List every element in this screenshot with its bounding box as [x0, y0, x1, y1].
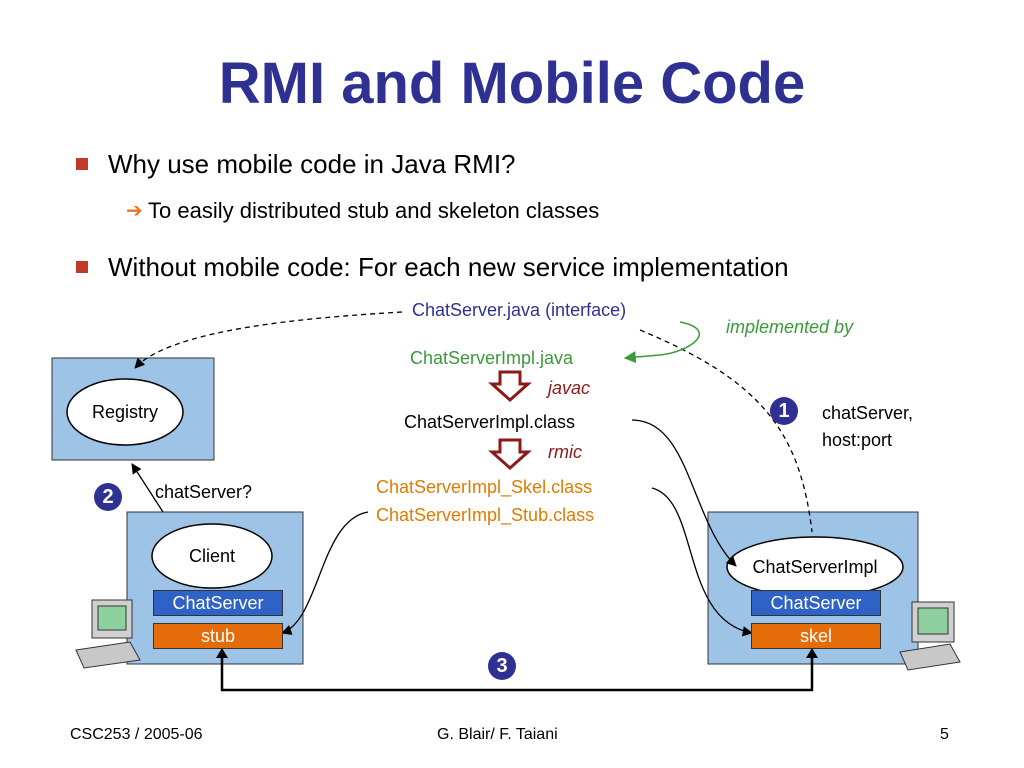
skel-class-label: ChatServerImpl_Skel.class: [376, 477, 593, 497]
client-ellipse: [151, 523, 273, 589]
step-1-label-line1: chatServer,: [822, 403, 914, 423]
step-3-badge: 3: [488, 652, 516, 680]
server-skel-bar: skel: [751, 623, 881, 649]
registry-label: Registry: [91, 402, 158, 422]
slide-title: RMI and Mobile Code: [218, 51, 806, 116]
footer-page-number: 5: [940, 726, 949, 743]
footer-left: CSC253 / 2005-06: [70, 726, 203, 743]
bullet-2: Without mobile code: For each new servic…: [108, 252, 789, 282]
class-to-server-arrow: [631, 419, 737, 567]
javac-label: javac: [548, 378, 591, 398]
implemented-by-arrow: [623, 321, 700, 364]
impl-file-label: ChatServerImpl.java: [410, 348, 574, 368]
step-1-badge: 1: [770, 397, 798, 425]
stub-skel-connection: [220, 650, 814, 692]
server-label: ChatServerImpl: [752, 557, 878, 577]
client-interface-bar: ChatServer: [153, 590, 283, 616]
dashed-interface-server: [639, 329, 813, 533]
dashed-interface-registry: [134, 311, 403, 369]
client-to-registry-arrow: [131, 463, 164, 513]
skel-to-server-arrow: [651, 487, 754, 637]
rmic-label: rmic: [548, 442, 582, 462]
server-interface-bar: ChatServer: [751, 590, 881, 616]
stub-class-label: ChatServerImpl_Stub.class: [376, 505, 595, 525]
bullet-square-icon: [76, 261, 88, 273]
step-2-badge: 2: [94, 483, 122, 511]
client-label: Client: [188, 546, 236, 566]
implemented-by-label: implemented by: [726, 317, 854, 337]
arrow-bullet-icon: ➔: [126, 200, 143, 222]
computer-icon-right: [899, 601, 961, 671]
computer-icon-left: [75, 599, 141, 669]
stub-to-client-arrow: [281, 511, 369, 635]
registry-ellipse: [66, 378, 184, 446]
javac-arrow: [488, 370, 532, 403]
impl-class-label: ChatServerImpl.class: [404, 412, 576, 432]
step-2-label: chatServer?: [155, 482, 253, 502]
client-stub-bar: stub: [153, 623, 283, 649]
interface-file-label: ChatServer.java (interface): [412, 300, 627, 320]
rmic-arrow: [488, 438, 532, 471]
sub-bullet: To easily distributed stub and skeleton …: [148, 198, 600, 223]
bullet-square-icon: [76, 158, 88, 170]
bullet-1: Why use mobile code in Java RMI?: [108, 149, 516, 179]
step-1-label-line2: host:port: [822, 430, 893, 450]
footer-center: G. Blair/ F. Taiani: [437, 726, 558, 743]
